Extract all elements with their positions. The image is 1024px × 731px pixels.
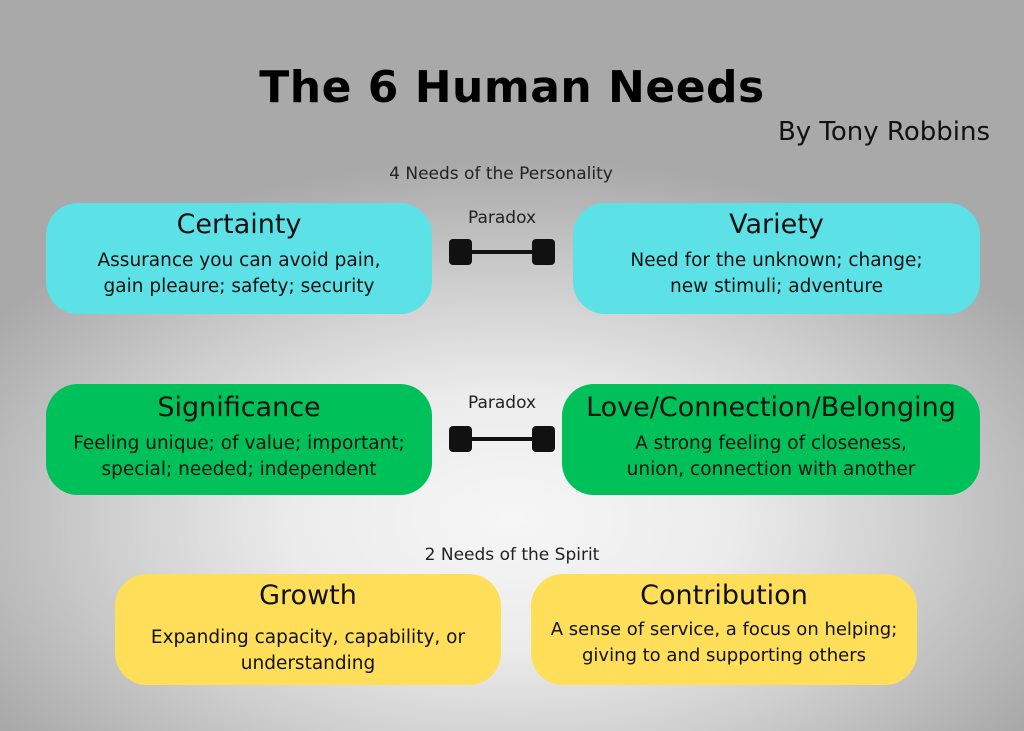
need-title: Significance (157, 392, 321, 423)
desc-line: special; needed; independent (101, 459, 377, 481)
need-description: A sense of service, a focus on helping; … (531, 617, 917, 668)
desc-line: giving to and supporting others (581, 644, 866, 666)
need-card-variety: Variety Need for the unknown; change; ne… (573, 203, 980, 314)
desc-line: understanding (240, 653, 376, 675)
need-card-certainty: Certainty Assurance you can avoid pain, … (46, 203, 432, 314)
need-card-love-connection: Love/Connection/Belonging A strong feeli… (562, 384, 980, 495)
dumbbell-icon (449, 239, 555, 265)
need-title: Love/Connection/Belonging (586, 392, 956, 423)
spirit-section-label: 2 Needs of the Spirit (424, 545, 600, 565)
need-description: Expanding capacity, capability, or under… (115, 625, 501, 678)
desc-line: Assurance you can avoid pain, (97, 250, 381, 272)
desc-line: A strong feeling of closeness, (635, 433, 907, 455)
need-description: Feeling unique; of value; important; spe… (46, 431, 432, 484)
personality-section-label: 4 Needs of the Personality (389, 164, 613, 184)
desc-line: union, connection with another (626, 459, 916, 481)
desc-line: gain pleaure; safety; security (103, 276, 375, 298)
desc-line: A sense of service, a focus on helping; (550, 619, 898, 641)
need-description: Assurance you can avoid pain, gain pleau… (46, 248, 432, 301)
need-card-contribution: Contribution A sense of service, a focus… (531, 574, 917, 685)
page-title: The 6 Human Needs (259, 62, 765, 113)
dumbbell-icon (449, 426, 555, 452)
paradox-label: Paradox (467, 393, 537, 413)
desc-line: Feeling unique; of value; important; (73, 433, 405, 455)
need-title: Growth (259, 580, 357, 611)
need-description: A strong feeling of closeness, union, co… (562, 431, 980, 484)
desc-line: Expanding capacity, capability, or (150, 627, 466, 649)
need-card-significance: Significance Feeling unique; of value; i… (46, 384, 432, 495)
need-description: Need for the unknown; change; new stimul… (573, 248, 980, 301)
need-title: Contribution (640, 580, 808, 611)
need-title: Variety (729, 209, 824, 240)
desc-line: new stimuli; adventure (670, 276, 883, 298)
desc-line: Need for the unknown; change; (630, 250, 923, 272)
paradox-label: Paradox (467, 208, 537, 228)
need-card-growth: Growth Expanding capacity, capability, o… (115, 574, 501, 685)
author-byline: By Tony Robbins (777, 117, 990, 147)
need-title: Certainty (176, 209, 302, 240)
